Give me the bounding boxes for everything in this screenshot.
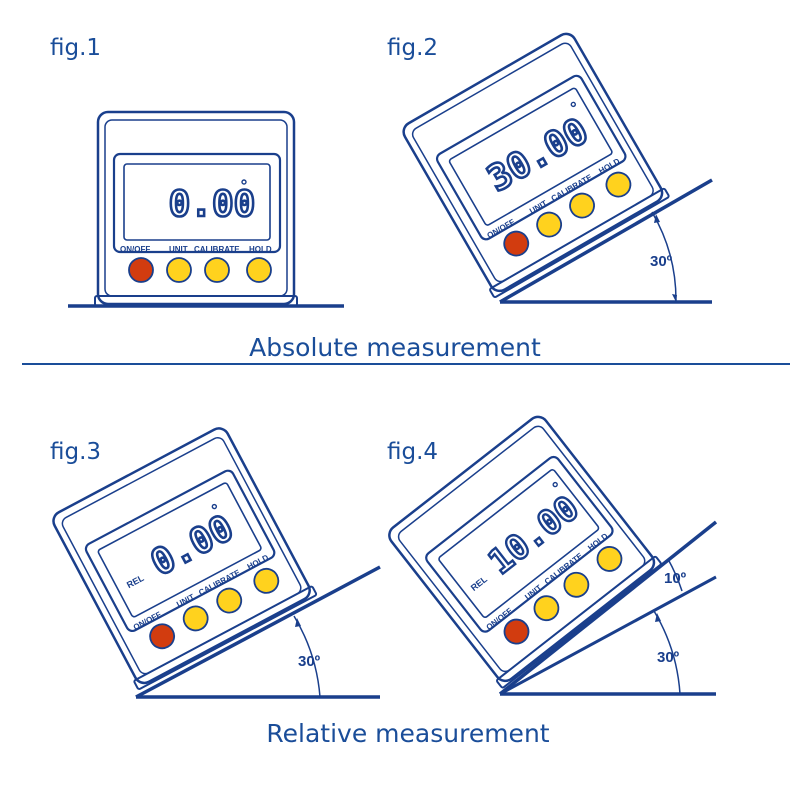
fig2-group: 30º 30.00 ON/OFF UNIT CALIBRATE HOLD — [402, 32, 713, 304]
fig2-label: fig.2 — [387, 35, 438, 61]
fig2-onoff-button[interactable] — [500, 227, 533, 260]
fig1-degree-mark — [241, 179, 247, 185]
fig1-display-frame — [112, 152, 282, 254]
fig3-calibrate-button[interactable] — [213, 584, 245, 616]
fig1-onoff-button[interactable] — [128, 257, 154, 283]
fig4-onoff-button[interactable] — [500, 615, 534, 649]
fig1-calibrate-label: CALIBRATE — [194, 245, 240, 254]
fig1-device: 0.00 ON/OFF UNIT CALIBRATE HOLD — [94, 110, 298, 307]
fig3-unit-button[interactable] — [179, 602, 211, 634]
fig3-rel-label: REL — [125, 573, 146, 591]
fig1-unit-button[interactable] — [166, 257, 192, 283]
fig1-display-value: 0.00 — [169, 184, 256, 225]
fig1-group: 0.00 ON/OFF UNIT CALIBRATE HOLD — [68, 110, 344, 308]
fig4-angle-arc-10 — [667, 558, 683, 592]
fig1-device-body — [96, 110, 296, 306]
fig2-device: 30.00 ON/OFF UNIT CALIBRATE HOLD — [402, 32, 670, 299]
fig2-slope-line — [499, 178, 713, 304]
fig1-calibrate-button[interactable] — [204, 257, 230, 283]
fig4-label: fig.4 — [387, 439, 438, 465]
fig1-lcd — [123, 163, 271, 241]
fig4-reference-slope-line — [499, 575, 717, 696]
fig3-label: fig.3 — [50, 439, 101, 465]
fig4-calibrate-button[interactable] — [560, 568, 594, 602]
fig3-slope-line — [135, 565, 381, 699]
relative-measurement-title: Relative measurement — [266, 719, 549, 748]
fig4-angle-label-10: 10º — [664, 570, 687, 587]
fig4-unit-button[interactable] — [530, 591, 564, 625]
fig1-hold-label: HOLD — [249, 245, 272, 254]
fig3-angle-label: 30º — [298, 653, 321, 670]
fig3-onoff-button[interactable] — [146, 620, 178, 652]
fig2-angle-label: 30º — [650, 253, 673, 270]
fig1-label: fig.1 — [50, 35, 101, 61]
fig2-calibrate-button[interactable] — [566, 189, 599, 222]
fig3-display-value: 0.00 — [144, 508, 240, 585]
fig4-rel-label: REL — [469, 574, 490, 593]
fig1-onoff-label: ON/OFF — [120, 245, 150, 254]
fig4-slope-line — [498, 520, 718, 696]
fig3-hold-button[interactable] — [250, 565, 282, 597]
fig2-hold-button[interactable] — [602, 168, 635, 201]
fig4-angle-label-30: 30º — [657, 649, 680, 666]
fig1-hold-button[interactable] — [246, 257, 272, 283]
fig1-unit-label: UNIT — [169, 245, 188, 254]
fig4-hold-button[interactable] — [593, 542, 627, 576]
fig2-unit-button[interactable] — [533, 208, 566, 241]
absolute-measurement-title: Absolute measurement — [249, 333, 541, 362]
